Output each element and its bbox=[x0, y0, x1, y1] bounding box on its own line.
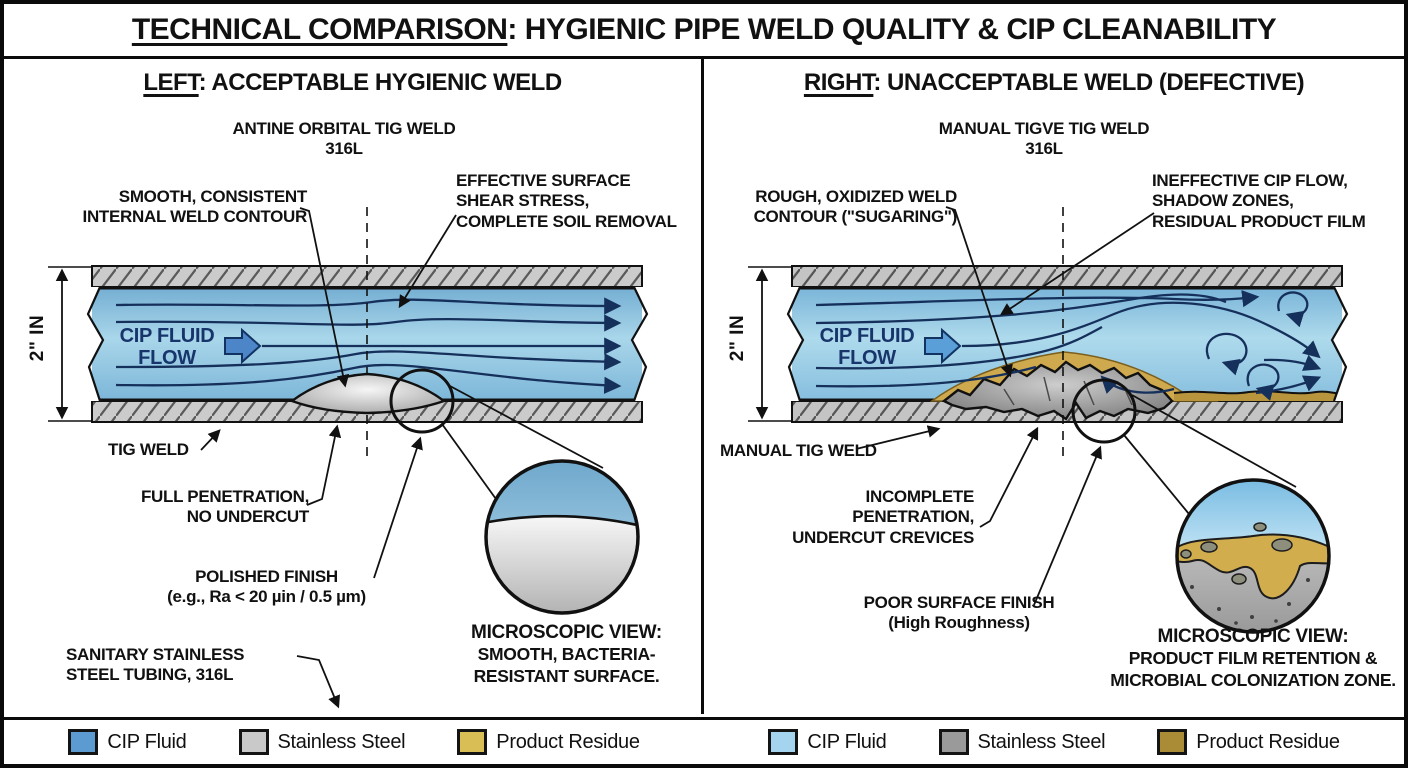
right-weld-type-label: MANUAL TIGVE TIG WELD 316L bbox=[938, 119, 1150, 159]
flow-direction-arrow bbox=[224, 327, 262, 365]
pipe-diameter-dimension bbox=[748, 266, 792, 422]
trapped-soil-particles bbox=[1180, 522, 1293, 585]
microscopic-view-smooth bbox=[484, 459, 640, 615]
stainless-steel-swatch bbox=[238, 729, 269, 755]
magnifier-circle bbox=[1071, 378, 1137, 444]
page-title: TECHNICAL COMPARISON: HYGIENIC PIPE WELD… bbox=[131, 13, 1277, 47]
legend-item-residue-right: Product Residue bbox=[1157, 729, 1340, 755]
right-penetration-note: INCOMPLETE PENETRATION, UNDERCUT CREVICE… bbox=[792, 487, 974, 547]
right-micro-caption: PRODUCT FILM RETENTION & MICROBIAL COLON… bbox=[1110, 648, 1396, 690]
legend-label: Product Residue bbox=[1196, 730, 1340, 753]
left-contour-note: SMOOTH, CONSISTENT INTERNAL WELD CONTOUR bbox=[82, 187, 308, 227]
cip-fluid-swatch bbox=[68, 729, 99, 755]
legend-item-stainless-left: Stainless Steel bbox=[238, 729, 406, 755]
pipe-break-marks bbox=[783, 286, 1351, 402]
legend-label: Product Residue bbox=[496, 730, 640, 753]
pipe-diameter-dimension bbox=[48, 266, 92, 422]
left-finish-note: POLISHED FINISH (e.g., Ra < 20 µin / 0.5… bbox=[167, 567, 366, 607]
left-weld-type-label: ANTINE ORBITAL TIG WELD 316L bbox=[232, 119, 456, 159]
microscopic-view-fouled bbox=[1175, 478, 1331, 634]
annotation-leader-lines bbox=[200, 207, 457, 709]
left-penetration-note: FULL PENETRATION, NO UNDERCUT bbox=[140, 487, 309, 527]
left-diameter-label: 2" IN bbox=[27, 314, 48, 362]
comparison-panels: LEFT: ACCEPTABLE HYGIENIC WELD ANTINE OR… bbox=[4, 59, 1404, 714]
left-flow-note: EFFECTIVE SURFACE SHEAR STRESS, COMPLETE… bbox=[456, 171, 677, 231]
legend-item-cip-fluid-left: CIP Fluid bbox=[68, 729, 187, 755]
right-weld-callout: MANUAL TIG WELD bbox=[720, 441, 877, 460]
laminar-streamlines bbox=[115, 297, 622, 394]
annotation-leader-lines bbox=[855, 206, 1155, 606]
magnifier-connector-lines bbox=[441, 385, 604, 507]
right-micro-title: MICROSCOPIC VIEW: bbox=[1157, 626, 1349, 647]
right-flow-note: INEFFECTIVE CIP FLOW, SHADOW ZONES, RESI… bbox=[1152, 171, 1366, 231]
left-micro-title: MICROSCOPIC VIEW: bbox=[471, 622, 662, 643]
page-title-emphasis: TECHNICAL COMPARISON bbox=[131, 13, 508, 46]
product-residue-swatch bbox=[1157, 729, 1188, 755]
left-cip-flow-label: CIP FLUID FLOW bbox=[119, 325, 215, 370]
product-residue-swatch bbox=[457, 729, 488, 755]
page-title-rest: : HYGIENIC PIPE WELD QUALITY & CIP CLEAN… bbox=[507, 13, 1277, 46]
left-pipe-diagram bbox=[48, 207, 651, 709]
legend-item-residue-left: Product Residue bbox=[457, 729, 640, 755]
right-panel-defective-weld: RIGHT: UNACCEPTABLE WELD (DEFECTIVE) MAN… bbox=[704, 59, 1404, 714]
left-tubing-note: SANITARY STAINLESS STEEL TUBING, 316L bbox=[66, 645, 245, 685]
legend-label: Stainless Steel bbox=[277, 730, 406, 753]
left-micro-caption-block: MICROSCOPIC VIEW: SMOOTH, BACTERIA- RESI… bbox=[424, 621, 709, 687]
legend-label: CIP Fluid bbox=[807, 730, 887, 753]
stainless-steel-swatch bbox=[938, 729, 969, 755]
pipe-break-marks bbox=[83, 286, 651, 402]
legend-item-cip-fluid-right: CIP Fluid bbox=[768, 729, 887, 755]
legend-label: Stainless Steel bbox=[977, 730, 1106, 753]
magnifier-connector-lines bbox=[1123, 394, 1297, 515]
metal-surface-speckles bbox=[1180, 578, 1310, 625]
right-finish-note: POOR SURFACE FINISH (High Roughness) bbox=[863, 593, 1055, 633]
legend-right-group: CIP Fluid Stainless Steel Product Residu… bbox=[704, 720, 1404, 764]
right-header-emphasis: RIGHT bbox=[803, 69, 874, 96]
legend-label: CIP Fluid bbox=[107, 730, 187, 753]
right-contour-note: ROUGH, OXIDIZED WELD CONTOUR ("SUGARING"… bbox=[753, 187, 958, 227]
right-diameter-label: 2" IN bbox=[727, 314, 748, 362]
legend-item-stainless-right: Stainless Steel bbox=[938, 729, 1106, 755]
right-micro-caption-block: MICROSCOPIC VIEW: PRODUCT FILM RETENTION… bbox=[1097, 625, 1404, 691]
legend: CIP Fluid Stainless Steel Product Residu… bbox=[4, 717, 1404, 764]
left-header-emphasis: LEFT bbox=[143, 69, 199, 96]
magnifier-circle bbox=[389, 368, 455, 434]
legend-left-group: CIP Fluid Stainless Steel Product Residu… bbox=[4, 720, 704, 764]
title-band: TECHNICAL COMPARISON: HYGIENIC PIPE WELD… bbox=[4, 4, 1404, 59]
left-weld-callout: TIG WELD bbox=[108, 440, 189, 459]
left-panel-acceptable-weld: LEFT: ACCEPTABLE HYGIENIC WELD ANTINE OR… bbox=[4, 59, 704, 714]
right-panel-header: RIGHT: UNACCEPTABLE WELD (DEFECTIVE) bbox=[704, 69, 1404, 97]
right-pipe-diagram bbox=[748, 206, 1351, 634]
left-header-rest: : ACCEPTABLE HYGIENIC WELD bbox=[198, 69, 563, 96]
left-micro-caption: SMOOTH, BACTERIA- RESISTANT SURFACE. bbox=[473, 644, 660, 686]
flow-direction-arrow bbox=[924, 327, 962, 365]
right-header-rest: : UNACCEPTABLE WELD (DEFECTIVE) bbox=[873, 69, 1305, 96]
cip-fluid-swatch bbox=[768, 729, 799, 755]
left-panel-header: LEFT: ACCEPTABLE HYGIENIC WELD bbox=[4, 69, 701, 97]
right-cip-flow-label: CIP FLUID FLOW bbox=[819, 325, 915, 370]
